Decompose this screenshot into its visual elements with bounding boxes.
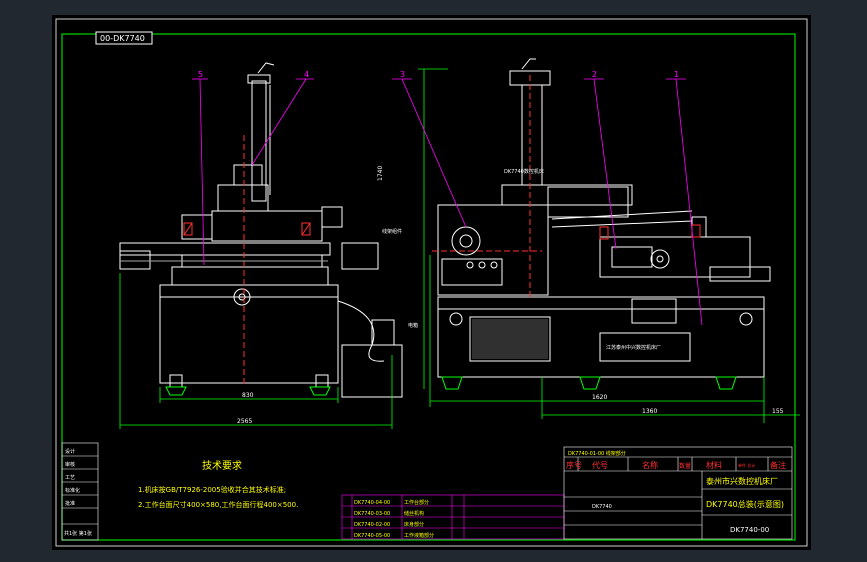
left-row-3: 工艺 xyxy=(65,475,75,481)
code-tab-box xyxy=(95,31,153,45)
parts-row-2-code: DK7740-03-00 xyxy=(354,511,390,517)
tech-req-note-1: 1.机床按GB/T7926-2005验收并合其技术标准; xyxy=(138,485,286,494)
parts-list-table xyxy=(341,494,565,540)
side-view xyxy=(432,58,771,390)
balloon-leaders xyxy=(192,78,703,326)
left-row-1: 设计 xyxy=(65,448,75,455)
cabinet-vent-panel xyxy=(469,316,551,362)
parts-row-2-name: 储丝机构 xyxy=(404,510,424,517)
side-base-cabinet xyxy=(437,296,765,378)
dim-side-offset: 155 xyxy=(772,408,784,415)
left-bottom: 共1张 第1张 xyxy=(64,530,92,537)
balloon-4: 4 xyxy=(304,70,309,79)
outer-border xyxy=(55,18,808,547)
side-dimensions xyxy=(418,68,800,423)
title-drawing-name: DK7740总装(示意图) xyxy=(706,499,784,509)
title-block xyxy=(563,446,793,540)
title-header-row: DK7740-01-00 线架部分 xyxy=(568,450,626,457)
left-row-5: 批准 xyxy=(65,500,75,507)
balloon-2: 2 xyxy=(592,70,597,79)
annotation-left-side: 线架组件 xyxy=(382,228,402,235)
dim-side-width: 1620 xyxy=(592,394,607,401)
left-margin-block xyxy=(61,442,99,541)
col-weight: 单件 总计 xyxy=(738,462,755,468)
balloon-1: 1 xyxy=(674,70,679,79)
balloon-5: 5 xyxy=(198,70,203,79)
col-qty: 数量 xyxy=(679,462,691,470)
title-mid-row: DK7740 xyxy=(592,504,612,510)
col-material: 材料 xyxy=(706,460,722,470)
col-name: 名称 xyxy=(642,460,658,470)
machine-panel-text: DK7740数控机床 xyxy=(504,168,544,175)
door-plate xyxy=(599,332,691,362)
col-code: 代号 xyxy=(592,460,608,470)
parts-row-4-code: DK7740-05-00 xyxy=(354,533,390,539)
parts-row-1-code: DK7740-04-00 xyxy=(354,500,390,506)
dim-side-base: 1360 xyxy=(642,408,657,415)
dim-front-width: 2565 xyxy=(237,418,252,425)
tech-req-note-2: 2.工作台面尺寸400×580,工作台面行程400×500. xyxy=(138,500,298,509)
door-plate-text: 江苏泰州中兴数控机床厂 xyxy=(606,344,661,351)
drawing-viewport[interactable]: 00-DK7740 xyxy=(52,15,811,550)
inner-border xyxy=(61,33,796,541)
parts-row-3-name: 床身部分 xyxy=(404,521,424,528)
parts-row-4-name: 工作液箱部分 xyxy=(404,532,434,539)
front-view xyxy=(119,62,403,398)
col-no: 序号 xyxy=(566,460,582,470)
parts-row-3-code: DK7740-02-00 xyxy=(354,522,390,528)
col-remark: 备注 xyxy=(770,460,786,470)
title-company: 泰州市兴数控机床厂 xyxy=(706,476,778,486)
code-tab: 00-DK7740 xyxy=(100,34,145,43)
balloon-3: 3 xyxy=(400,70,405,79)
left-row-2: 审核 xyxy=(65,461,75,468)
annotation-power-box: 电箱 xyxy=(408,322,418,329)
tech-req-title: 技术要求 xyxy=(202,459,242,472)
left-row-4: 标准化 xyxy=(65,487,80,494)
parts-row-1-name: 工作台部分 xyxy=(404,499,429,506)
dim-base-width: 830 xyxy=(242,392,254,399)
title-drawing-no: DK7740-00 xyxy=(730,526,769,534)
dim-height: 1740 xyxy=(377,166,384,181)
front-dimensions xyxy=(119,273,393,429)
drawing-canvas: 00-DK7740 xyxy=(55,18,808,547)
